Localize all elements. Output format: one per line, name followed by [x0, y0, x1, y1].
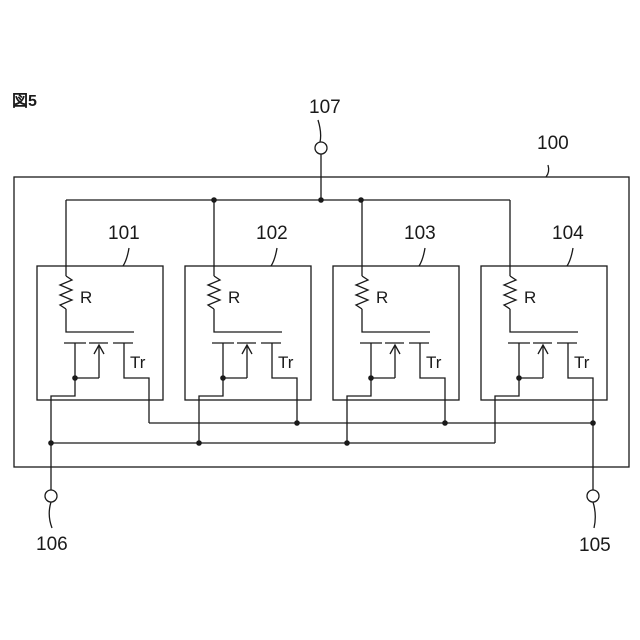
terminal-106 — [45, 490, 57, 502]
cell-103: 103R Tr — [333, 200, 459, 443]
transistor-label: Tr — [574, 353, 590, 372]
drain-line — [510, 309, 578, 332]
junction-dot — [294, 420, 300, 426]
source-lead — [51, 378, 75, 443]
cell-ref-leader — [271, 248, 277, 266]
cells-layer: 101R Tr 102R Tr 103R Tr 104R Tr — [37, 200, 607, 443]
terminal-105-leader — [593, 502, 595, 528]
drain-line — [214, 309, 282, 332]
cell-ref-leader — [567, 248, 573, 266]
resistor-symbol — [60, 276, 72, 309]
cell-box — [185, 266, 311, 400]
cell-ref-label: 101 — [108, 223, 140, 244]
drain-line — [362, 309, 430, 332]
resistor-label: R — [524, 288, 536, 307]
terminal-107 — [315, 142, 327, 154]
resistor-symbol — [208, 276, 220, 309]
resistor-label: R — [228, 288, 240, 307]
cell-box — [481, 266, 607, 400]
source-lead — [347, 378, 371, 443]
drain-line — [66, 309, 134, 332]
cell-102: 102R Tr — [185, 200, 311, 443]
module-ref-leader — [546, 165, 549, 177]
terminal-107-leader — [318, 120, 321, 142]
cell-ref-label: 103 — [404, 223, 436, 244]
junction-dot — [442, 420, 448, 426]
transistor-label: Tr — [426, 353, 442, 372]
cell-101: 101R Tr — [37, 200, 163, 443]
resistor-symbol — [504, 276, 516, 309]
resistor-symbol — [356, 276, 368, 309]
transistor-label: Tr — [130, 353, 146, 372]
terminal-107-label: 107 — [309, 97, 341, 118]
cell-ref-leader — [123, 248, 129, 266]
resistor-label: R — [376, 288, 388, 307]
cell-ref-label: 102 — [256, 223, 288, 244]
figure-label: 図5 — [12, 92, 37, 110]
resistor-label: R — [80, 288, 92, 307]
cell-ref-label: 104 — [552, 223, 584, 244]
transistor-label: Tr — [278, 353, 294, 372]
source-lead — [495, 378, 519, 443]
cell-box — [37, 266, 163, 400]
terminal-106-leader — [49, 502, 52, 528]
terminal-105-label: 105 — [579, 535, 611, 556]
cell-ref-leader — [419, 248, 425, 266]
module-ref-label: 100 — [537, 133, 569, 154]
cell-104: 104R Tr — [481, 200, 607, 443]
terminal-105 — [587, 490, 599, 502]
source-lead — [199, 378, 223, 443]
junction-dot — [344, 440, 350, 446]
junction-dot — [318, 197, 324, 203]
terminal-106-label: 106 — [36, 534, 68, 555]
junction-dot — [196, 440, 202, 446]
junction-dot — [358, 197, 364, 203]
cell-box — [333, 266, 459, 400]
